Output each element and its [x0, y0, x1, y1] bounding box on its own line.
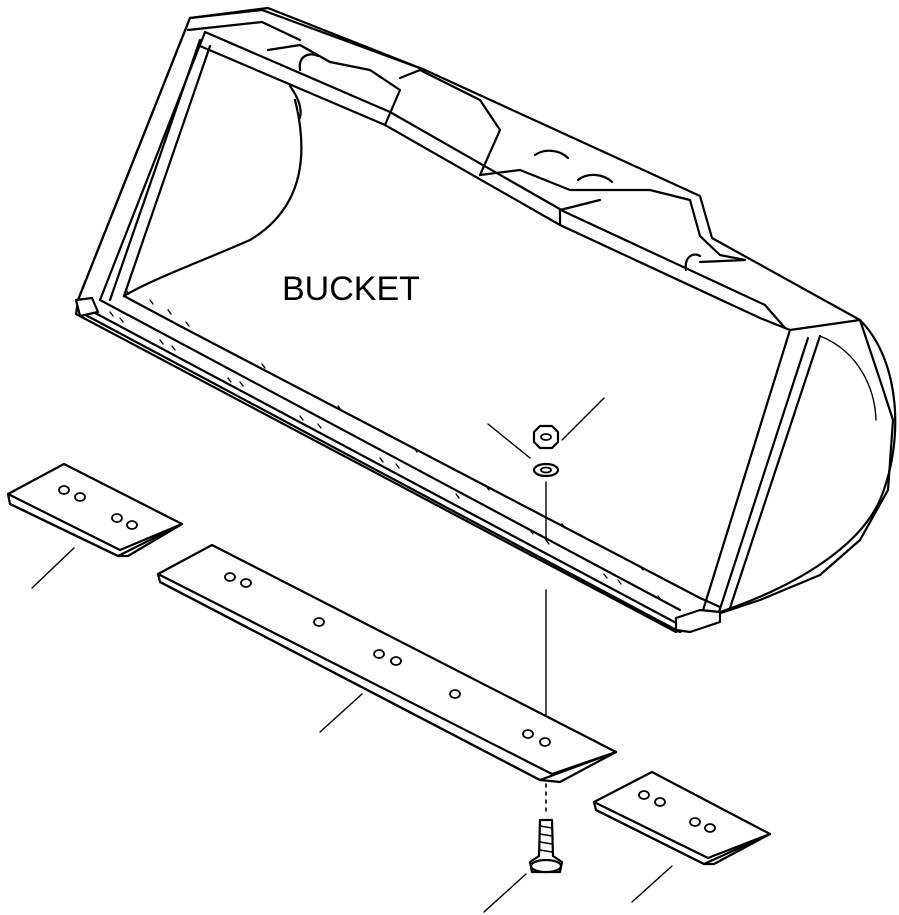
cutting-edge	[156, 543, 618, 784]
washer	[532, 462, 560, 478]
plow-bolt	[528, 818, 564, 874]
left-end-bit	[6, 462, 184, 558]
plow-bolt-leader-line	[483, 873, 527, 913]
right-end-bit-leader-line	[631, 865, 673, 903]
right-end-bit	[592, 770, 772, 866]
cutting-edge-leader-line	[319, 693, 363, 733]
nut-leader-line	[487, 423, 531, 459]
washer-leader-line	[561, 397, 605, 441]
nut	[532, 424, 560, 450]
left-end-bit-leader-line	[31, 547, 75, 589]
bucket: BUCKET	[74, 6, 897, 634]
bucket-label: BUCKET	[282, 270, 420, 308]
